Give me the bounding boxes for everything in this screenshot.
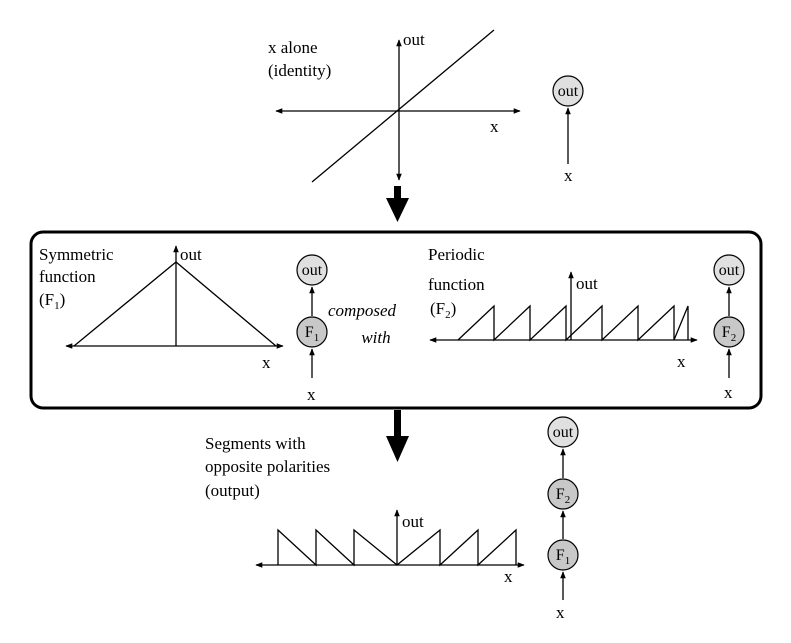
symmetric-title-line1: Symmetric <box>39 245 114 264</box>
f2-node-label: F2 <box>722 324 736 344</box>
f2-out-node <box>713 254 745 286</box>
identity-line <box>311 29 495 183</box>
periodic-curve <box>457 304 689 342</box>
periodic-axis-out-label: out <box>576 274 598 293</box>
identity-panel: x alone (identity) out x out x <box>268 29 584 185</box>
symmetric-panel: Symmetric function (F1) out x out F1 x <box>39 245 328 404</box>
f1-node <box>296 316 328 348</box>
output-f1-node <box>547 539 579 571</box>
identity-axis-out-label: out <box>403 30 425 49</box>
output-axis-out-label: out <box>402 512 424 531</box>
f1-out-node-label: out <box>302 262 323 279</box>
symmetric-title-line3: (F1) <box>39 290 65 312</box>
output-title-line2: opposite polarities <box>205 457 330 476</box>
identity-title-line2: (identity) <box>268 61 331 80</box>
output-input-label: x <box>556 603 565 622</box>
periodic-title-line3: (F2) <box>430 299 456 321</box>
composition-box <box>29 230 763 410</box>
flow-arrow-1 <box>386 186 409 222</box>
f1-node-label: F1 <box>305 324 319 344</box>
output-panel: Segments with opposite polarities (outpu… <box>205 416 579 622</box>
output-f2-node <box>547 478 579 510</box>
symmetric-axis-out-label: out <box>180 245 202 264</box>
periodic-title-line2: function <box>428 275 485 294</box>
output-out-node <box>547 416 579 448</box>
output-f2-node-label: F2 <box>556 486 570 506</box>
output-title-line1: Segments with <box>205 434 306 453</box>
output-axis-x-label: x <box>504 567 513 586</box>
identity-out-node-label: out <box>558 83 579 100</box>
identity-input-label: x <box>564 166 573 185</box>
flow-arrow-2 <box>386 410 409 462</box>
symmetric-axis-x-label: x <box>262 353 271 372</box>
periodic-title-line1: Periodic <box>428 245 485 264</box>
output-title-line3: (output) <box>205 481 260 500</box>
output-curve <box>277 528 517 567</box>
identity-axis-x-label: x <box>490 117 499 136</box>
f2-input-label: x <box>724 383 733 402</box>
f1-input-label: x <box>307 385 316 404</box>
f1-out-node <box>296 254 328 286</box>
identity-out-node <box>552 75 584 107</box>
f2-node <box>713 316 745 348</box>
output-f1-node-label: F1 <box>556 547 570 567</box>
identity-title-line1: x alone <box>268 38 318 57</box>
symmetric-curve <box>73 261 277 347</box>
periodic-panel: Periodic function (F2) out x out F2 x <box>428 245 745 402</box>
f2-out-node-label: out <box>719 262 740 279</box>
symmetric-title-line2: function <box>39 267 96 286</box>
composed-label-line1: composed <box>328 301 396 320</box>
composed-label-line2: with <box>361 328 390 347</box>
output-out-node-label: out <box>553 424 574 441</box>
periodic-axis-x-label: x <box>677 352 686 371</box>
